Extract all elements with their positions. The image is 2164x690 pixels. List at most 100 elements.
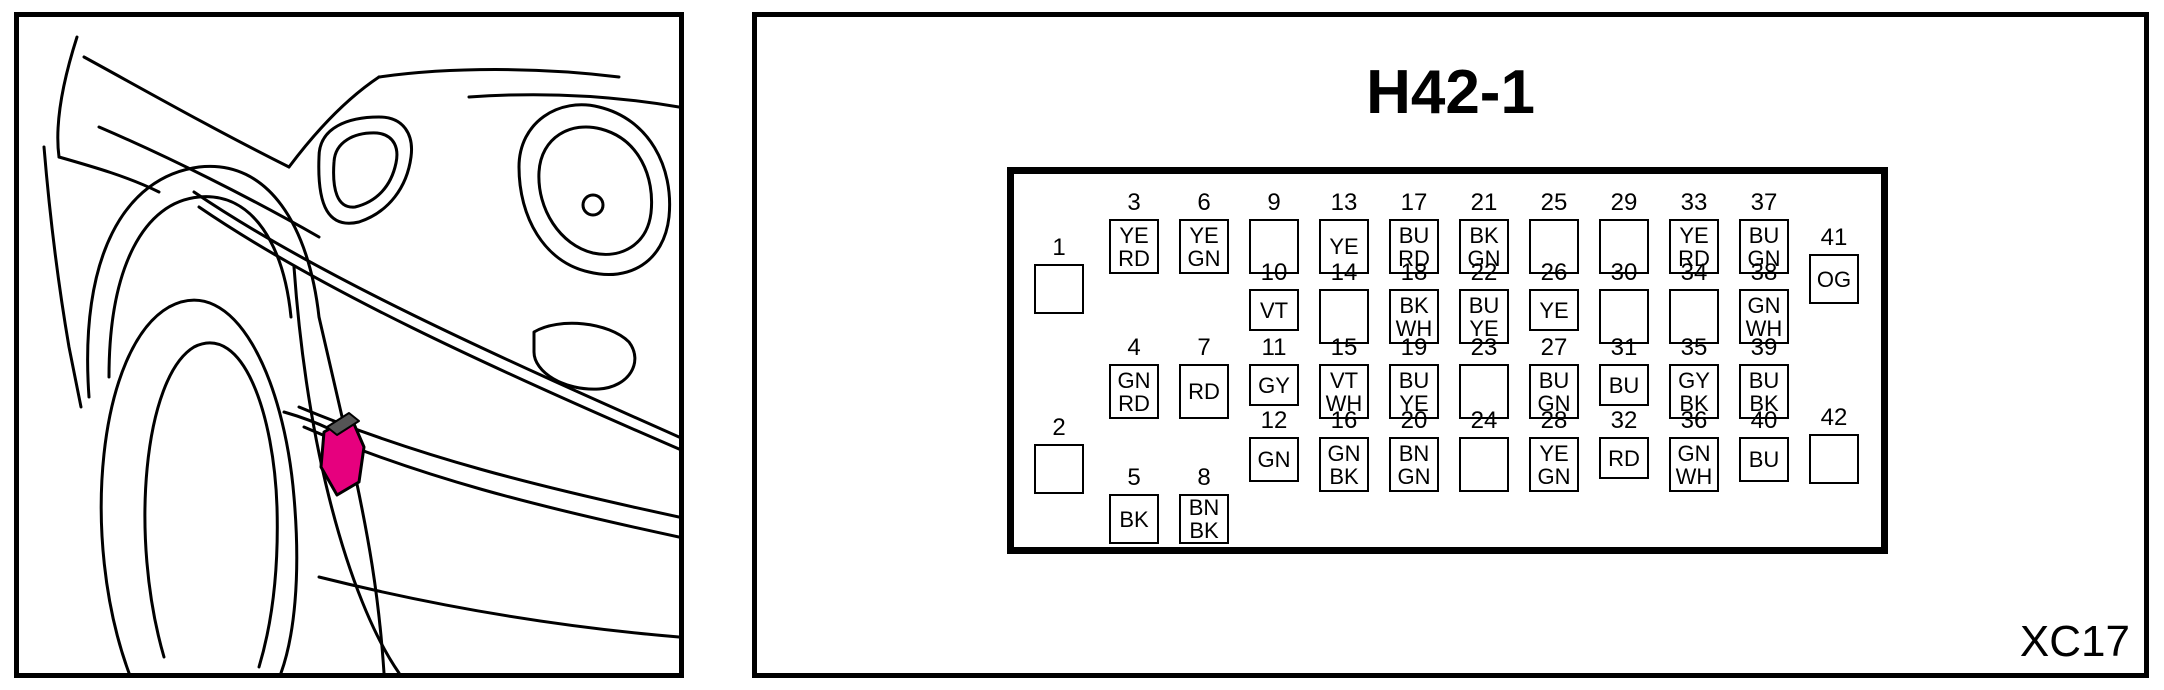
- wire-color-code: BK: [1329, 463, 1359, 489]
- wire-color-code: GY: [1678, 367, 1710, 393]
- vehicle-front-left-illustration: [42, 35, 679, 673]
- pin-number-33: 33: [1680, 189, 1708, 216]
- pin-cavity-12: GN: [1249, 437, 1299, 482]
- wire-color-code: OG: [1816, 266, 1852, 292]
- pin-number-2: 2: [1052, 414, 1066, 441]
- wire-color-code: BK: [1469, 222, 1499, 248]
- pin-number-30: 30: [1610, 259, 1638, 286]
- wire-color-code: YE: [1399, 390, 1429, 416]
- side-mirror: [317, 115, 414, 225]
- pin-number-4: 4: [1127, 334, 1141, 361]
- wire-color-code: YE: [1469, 315, 1499, 341]
- wire-color-code: YE: [1539, 440, 1569, 466]
- wire-color-code: YE: [1679, 222, 1709, 248]
- pin-number-35: 35: [1680, 334, 1708, 361]
- wire-color-code: BK: [1399, 292, 1429, 318]
- wire-color-code: BU: [1398, 222, 1430, 248]
- pin-number-3: 3: [1127, 189, 1141, 216]
- wire-color-code: WH: [1325, 390, 1363, 416]
- pin-number-23: 23: [1470, 334, 1498, 361]
- wire-color-code: VT: [1259, 297, 1289, 323]
- wire-color-code: RD: [1118, 245, 1150, 271]
- pin-number-42: 42: [1820, 404, 1848, 431]
- connector-title: H42-1: [1366, 58, 1535, 127]
- pin-cavity-34: [1669, 289, 1719, 344]
- pin-cavity-9: [1249, 219, 1299, 274]
- pin-number-8: 8: [1197, 464, 1211, 491]
- wire-color-code: RD: [1118, 390, 1150, 416]
- pin-cavity-40: BU: [1739, 437, 1789, 482]
- pin-cavity-42: [1809, 434, 1859, 484]
- pin-number-40: 40: [1750, 407, 1778, 434]
- pin-cavity-5: BK: [1109, 494, 1159, 544]
- pin-cavity-31: BU: [1599, 364, 1649, 406]
- pin-number-25: 25: [1540, 189, 1568, 216]
- side-mirror-inner: [332, 131, 399, 209]
- pin-cavity-26: YE: [1529, 289, 1579, 331]
- dashboard-line: [467, 93, 679, 109]
- wire-color-code: BU: [1748, 447, 1780, 472]
- pin-cavity-2: [1034, 444, 1084, 494]
- pin-number-21: 21: [1470, 189, 1498, 216]
- pin-number-5: 5: [1127, 464, 1141, 491]
- pin-number-14: 14: [1330, 259, 1358, 286]
- wire-color-code: BU: [1748, 222, 1780, 248]
- pin-number-19: 19: [1400, 334, 1428, 361]
- pin-cavity-32: RD: [1599, 437, 1649, 479]
- wire-color-code: YE: [1119, 222, 1149, 248]
- interior-knob: [581, 193, 605, 217]
- pin-number-36: 36: [1680, 407, 1708, 434]
- pin-cavity-11: GY: [1249, 364, 1299, 406]
- pin-cavity-41: OG: [1809, 254, 1859, 304]
- steering-wheel-inner: [537, 125, 654, 256]
- pin-number-15: 15: [1330, 334, 1358, 361]
- pin-number-17: 17: [1400, 189, 1428, 216]
- pin-number-11: 11: [1261, 334, 1287, 361]
- rim: [143, 341, 279, 669]
- body-side-line: [192, 190, 679, 439]
- wire-color-code: RD: [1188, 379, 1220, 404]
- pin-number-1: 1: [1052, 234, 1066, 261]
- wire-color-code: RD: [1678, 245, 1710, 271]
- wire-color-code: GN: [1747, 292, 1781, 318]
- pin-cavity-25: [1529, 219, 1579, 274]
- pin-number-13: 13: [1330, 189, 1358, 216]
- wire-color-code: WH: [1395, 315, 1433, 341]
- pin-cavity-13: YE: [1319, 219, 1369, 274]
- wire-color-code: GN: [1187, 245, 1221, 271]
- steering-wheel: [517, 103, 672, 277]
- pin-number-41: 41: [1820, 224, 1848, 251]
- wire-color-code: YE: [1189, 222, 1219, 248]
- pin-cavity-23: [1459, 364, 1509, 419]
- grille-edge: [57, 155, 161, 194]
- wire-color-code: BN: [1188, 495, 1220, 520]
- wire-color-code: GN: [1467, 245, 1501, 271]
- pin-number-38: 38: [1750, 259, 1778, 286]
- tyre: [99, 298, 299, 673]
- wire-color-code: BK: [1189, 518, 1219, 543]
- pin-cavity-14: [1319, 289, 1369, 344]
- wire-color-code: BU: [1398, 367, 1430, 393]
- pin-cavity-29: [1599, 219, 1649, 274]
- body-side-line-2: [197, 205, 679, 451]
- pin-cavity-30: [1599, 289, 1649, 344]
- wire-color-code: BU: [1468, 292, 1500, 318]
- pin-number-10: 10: [1260, 259, 1288, 286]
- door-front-edge: [292, 265, 401, 673]
- wire-color-code: RD: [1608, 445, 1640, 471]
- wire-color-code: GN: [1537, 463, 1571, 489]
- pin-number-6: 6: [1197, 189, 1211, 216]
- wheel-arch-inner: [107, 195, 293, 379]
- pin-cavity-7: RD: [1179, 364, 1229, 419]
